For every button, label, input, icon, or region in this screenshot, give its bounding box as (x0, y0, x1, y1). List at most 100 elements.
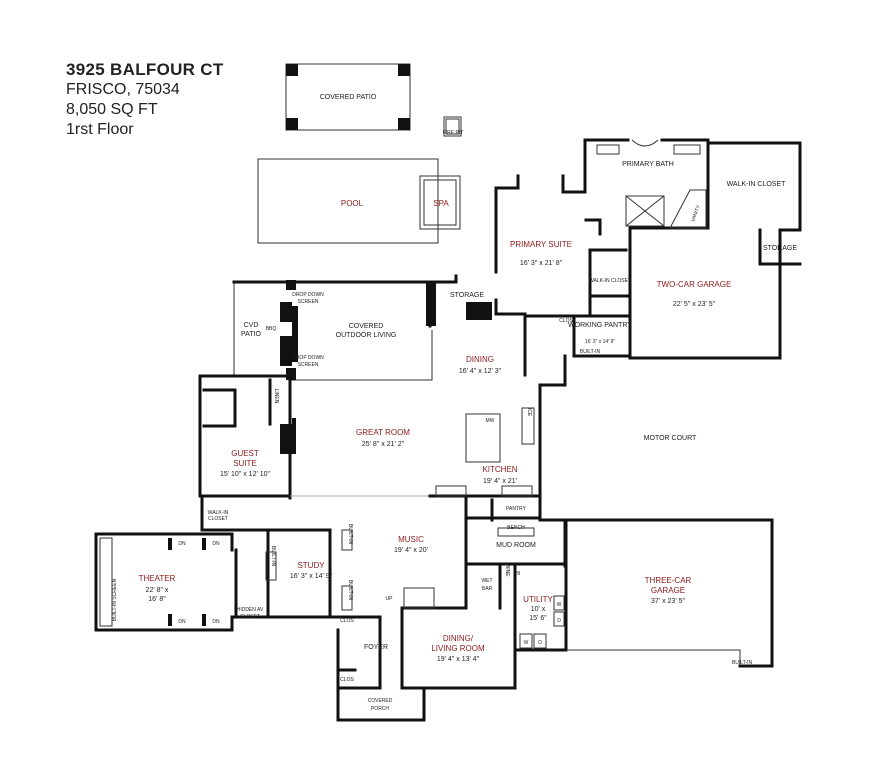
up-label: UP (386, 596, 394, 602)
working-pantry-name: WORKING PANTRY (568, 322, 632, 329)
washer-label-2: W (524, 640, 529, 646)
utility-dim-1: 10' x (531, 606, 546, 613)
pantry-label: PANTRY (506, 506, 526, 512)
drop-down-screen-1b: SCREEN (298, 299, 319, 305)
drop-down-screen-2a: DROP DOWN (292, 355, 324, 361)
mud-room-label: MUD ROOM (496, 542, 536, 549)
primary-suite-dim: 16' 3" x 21' 8" (520, 260, 563, 267)
dn-label-4: DN (212, 619, 220, 625)
mw-label: MW (486, 418, 495, 424)
walk-in-closet-primary-label: WALK-IN CLOSET (727, 181, 787, 188)
guest-suite-dim: 15' 10" x 12' 10" (220, 471, 271, 478)
dining-living-name-1: DINING/ (443, 634, 474, 643)
storage-label: STORAGE (450, 292, 484, 299)
pool-label: POOL (341, 199, 364, 208)
property-city: FRISCO, 75034 (66, 81, 180, 98)
misc-fixtures (265, 527, 565, 649)
built-in-screen-label: BUILT-IN SCREEN (112, 578, 118, 621)
three-car-garage-dim: 37' x 23' 5" (651, 598, 685, 605)
music-name: MUSIC (398, 535, 424, 544)
working-pantry-dim: 16' 3" x 14' 9" (585, 339, 615, 345)
dining-living-dim: 19' 4" x 13' 4" (437, 656, 480, 663)
drop-down-screen-2b: SCREEN (298, 362, 319, 368)
utility-name: UTILITY (523, 595, 553, 604)
great-room-dim: 25' 8" x 21' 2" (362, 441, 405, 448)
bath-fixtures (596, 139, 707, 229)
dn-label-1: DN (178, 541, 186, 547)
kitchen-dim: 19' 4" x 21' (483, 478, 517, 485)
fire-pit (443, 116, 462, 137)
primary-bath-label: PRIMARY BATH (622, 161, 674, 168)
built-in-study-3: BUILT-IN (270, 546, 276, 567)
built-in-study-2: BUILT-IN (347, 580, 353, 601)
great-room-name: GREAT ROOM (356, 428, 410, 437)
spa-label: SPA (433, 199, 449, 208)
pantry-closet-label: CLOS (559, 318, 573, 324)
walk-in-closet-guest-label-1: WALK-IN (208, 510, 229, 516)
wet-bar-label-2: BAR (482, 586, 493, 592)
guest-suite-name-2: SUITE (233, 459, 257, 468)
theater-dim-2: 16' 8" (148, 596, 166, 603)
dn-label-3: DN (178, 619, 186, 625)
covered-porch-label-2: PORCH (371, 706, 389, 712)
covered-outdoor-living-label-1: COVERED (349, 323, 384, 330)
cvd-patio-label-2: PATIO (241, 331, 262, 338)
cvd-patio-label-1: CVD (244, 322, 259, 329)
foyer-label: FOYER (364, 644, 388, 651)
theater-walls (94, 532, 234, 632)
kitchen-fixtures (435, 407, 535, 497)
dryer-label-1: D (557, 618, 561, 624)
kitchen-name: KITCHEN (482, 465, 517, 474)
property-area: 8,050 SQ FT (66, 101, 158, 118)
linen-label: LINEN (273, 389, 279, 404)
theater-dim-1: 22' 8" x (146, 587, 169, 594)
washer-label-1: W (557, 602, 562, 608)
dining-dim: 16' 4" x 12' 3" (459, 368, 502, 375)
bbq-label: BBQ (266, 326, 277, 332)
three-car-garage-name-1: THREE-CAR (645, 576, 692, 585)
dining-living-name-2: LIVING ROOM (431, 644, 485, 653)
pool (257, 158, 461, 244)
two-car-garage-dim: 22' 5" x 23' 5" (673, 301, 716, 308)
study-closet-label: CLOS (340, 618, 354, 624)
study-name: STUDY (297, 561, 325, 570)
covered-outdoor-living-label-2: OUTDOOR LIVING (336, 332, 397, 339)
covered-patio (285, 63, 411, 131)
garage-built-in-label: BUILT-IN (732, 660, 753, 666)
pantry-built-in-label: BUILT-IN (580, 349, 601, 355)
hidden-av-closet-label-2: CLOSET (240, 614, 260, 620)
ice-label: ICE (526, 408, 532, 417)
covered-patio-label: COVERED PATIO (320, 94, 377, 101)
three-car-garage-name-2: GARAGE (651, 586, 685, 595)
property-address: 3925 BALFOUR CT (66, 60, 224, 79)
two-car-garage-name: TWO-CAR GARAGE (657, 280, 732, 289)
dining-name: DINING (466, 355, 494, 364)
garage-storage-label: STORAGE (763, 245, 797, 252)
primary-wing-walls (494, 138, 802, 387)
built-in-study-1: BUILT-IN (347, 524, 353, 545)
wine-label: WINE (504, 563, 510, 577)
vanity-label: VANITY (690, 204, 702, 223)
covered-porch-label-1: COVERED (368, 698, 393, 704)
floor-label: 1rst Floor (66, 121, 134, 138)
music-dim: 19' 4" x 20' (394, 547, 428, 554)
bi-label: BI (516, 571, 521, 577)
motor-court-label: MOTOR COURT (644, 435, 697, 442)
walk-in-closet-small-label: WALK-IN CLOSET (589, 278, 631, 284)
columns (280, 280, 492, 454)
utility-dim-2: 15' 6" (529, 615, 547, 622)
dryer-label-2: D (538, 640, 542, 646)
dn-label-2: DN (212, 541, 220, 547)
guest-suite-name-1: GUEST (231, 449, 259, 458)
theater-name: THEATER (139, 574, 176, 583)
wet-bar-label-1: WET (481, 578, 492, 584)
bench-label: BENCH (507, 525, 525, 531)
drop-down-screen-1a: DROP DOWN (292, 292, 324, 298)
walk-in-closet-guest-label-2: CLOSET (208, 516, 228, 522)
primary-suite-name: PRIMARY SUITE (510, 240, 572, 249)
study-dim: 16' 3" x 14' 9" (290, 573, 333, 580)
hidden-av-closet-label-1: HIDDEN AV (237, 607, 264, 613)
foyer-closet-label: CLOS (340, 677, 354, 683)
fire-pit-label: FIRE PIT (443, 130, 464, 136)
